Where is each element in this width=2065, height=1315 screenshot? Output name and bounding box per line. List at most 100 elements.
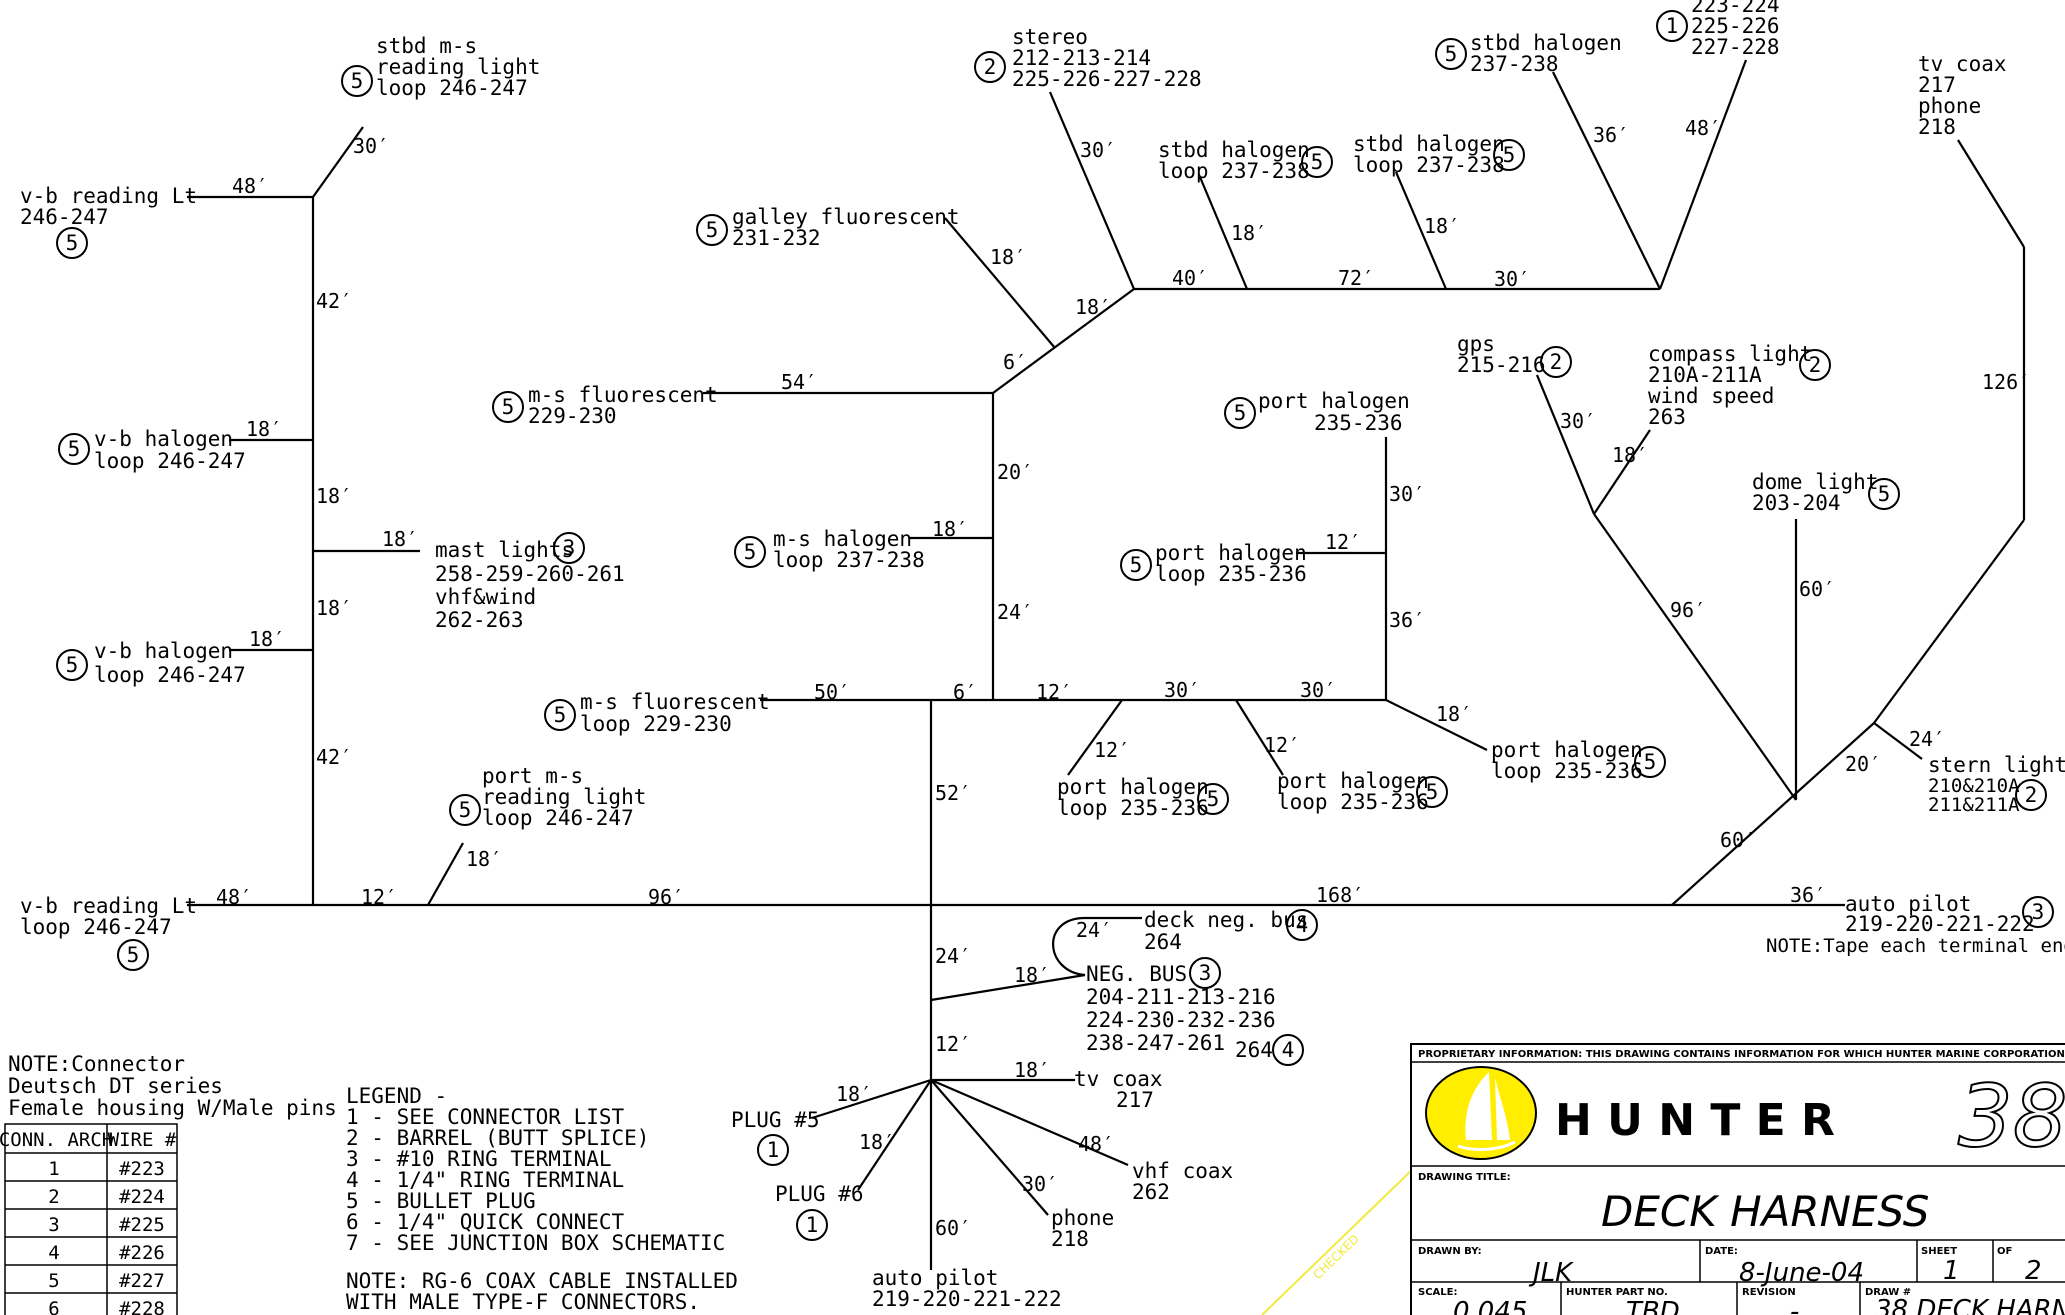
brand-name: H U N T E R	[1555, 1095, 1835, 1146]
draw-number: 38 DECK HARN	[1875, 1295, 2065, 1315]
svg-text:dome light: dome light	[1752, 470, 1878, 494]
svg-text:loop 235-236: loop 235-236	[1155, 562, 1307, 586]
scale: 0.045	[1453, 1297, 1527, 1315]
length-label: 48′	[216, 885, 252, 909]
svg-text:loop 235-236: loop 235-236	[1277, 790, 1429, 814]
length-label: 72′	[1338, 266, 1374, 290]
svg-text:246-247: 246-247	[20, 205, 109, 229]
length-label: 60′	[935, 1216, 971, 1240]
legend-callout-circle: 5	[117, 939, 149, 971]
label-gps: gps 215-216	[1457, 332, 1546, 377]
length-label: 12′	[935, 1032, 971, 1056]
length-label: 18′	[316, 596, 352, 620]
length-label: 30′	[1389, 482, 1425, 506]
svg-text:loop 237-238: loop 237-238	[773, 548, 925, 572]
svg-text:vhf coax: vhf coax	[1132, 1159, 1233, 1183]
svg-text:4: 4	[1282, 1038, 1295, 1062]
svg-text:4: 4	[1296, 913, 1309, 937]
svg-text:stbd halogen: stbd halogen	[1158, 138, 1310, 162]
table-cell: 2	[48, 1186, 59, 1208]
drawing-title-label: DRAWING TITLE:	[1418, 1172, 1511, 1183]
length-label: 48′	[232, 174, 268, 198]
legend-callout-circle: 2	[1540, 346, 1572, 378]
svg-text:3: 3	[1199, 961, 1212, 985]
svg-text:reading light: reading light	[376, 55, 540, 79]
svg-text:stern light: stern light	[1928, 753, 2065, 777]
svg-text:stbd halogen: stbd halogen	[1353, 132, 1505, 156]
length-label: 18′	[859, 1130, 895, 1154]
label-stbd-halogen-a: stbd halogen loop 237-238	[1158, 138, 1310, 183]
label-ms-fluorescent-1: m-s fluorescent 229-230	[528, 383, 718, 428]
label-plug-6: PLUG #6	[775, 1182, 864, 1206]
length-label: 30′	[1164, 678, 1200, 702]
legend-callout-circle: 3	[1189, 957, 1221, 989]
legend-callout-circle: 1	[796, 1209, 828, 1241]
label-compass-light: compass light 210A-211A wind speed 263	[1648, 342, 1812, 429]
legend-callout-circle: 5	[492, 391, 524, 423]
svg-text:wind speed: wind speed	[1648, 384, 1774, 408]
svg-text:5: 5	[744, 540, 757, 564]
length-label: 36′	[1389, 608, 1425, 632]
svg-text:7 - SEE JUNCTION BOX SCHEMATIC: 7 - SEE JUNCTION BOX SCHEMATIC	[346, 1231, 725, 1255]
length-label: 12′	[1264, 733, 1300, 757]
revision-label: REVISION	[1742, 1287, 1796, 1298]
svg-text:215-216: 215-216	[1457, 353, 1546, 377]
label-neg-bus: NEG. BUS 204-211-213-216 224-230-232-236…	[1086, 962, 1276, 1055]
revision: -	[1790, 1297, 1799, 1315]
svg-text:262: 262	[1132, 1180, 1170, 1204]
table-header: CONN. ARCH	[0, 1129, 113, 1151]
svg-text:m-s fluorescent: m-s fluorescent	[528, 383, 718, 407]
label-tv-coax-phone: tv coax 217 phone 218	[1918, 52, 2007, 139]
svg-text:stbd m-s: stbd m-s	[376, 34, 477, 58]
svg-text:port halogen: port halogen	[1258, 389, 1410, 413]
svg-text:NEG. BUS: NEG. BUS	[1086, 962, 1187, 986]
svg-text:NOTE:Connector: NOTE:Connector	[8, 1052, 185, 1076]
legend-callout-circle: 2	[2015, 779, 2047, 811]
length-label: 96′	[1670, 598, 1706, 622]
svg-text:258-259-260-261: 258-259-260-261	[435, 562, 625, 586]
svg-text:217: 217	[1918, 73, 1956, 97]
svg-text:237-238: 237-238	[1470, 52, 1559, 76]
svg-text:218: 218	[1051, 1227, 1089, 1251]
length-label: 52′	[935, 781, 971, 805]
label-port-halogen-left: port halogen loop 235-236	[1057, 775, 1209, 820]
svg-text:229-230: 229-230	[528, 404, 617, 428]
length-label: 30′	[353, 134, 389, 158]
wire-length-labels: 30′ 48′ 42′ 18′ 18′ 18′ 18′ 18′ 42′ 18′ …	[216, 116, 2030, 1240]
svg-text:LEGEND -: LEGEND -	[346, 1084, 447, 1108]
svg-text:loop 237-238: loop 237-238	[1158, 159, 1310, 183]
svg-text:3: 3	[2032, 900, 2045, 924]
label-stereo: stereo 212-213-214 225-226-227-228	[1012, 25, 1202, 91]
svg-text:1 - SEE CONNECTOR LIST: 1 - SEE CONNECTOR LIST	[346, 1105, 625, 1129]
svg-text:loop 246-247: loop 246-247	[94, 663, 246, 687]
length-label: 54′	[781, 370, 817, 394]
label-vhf-coax: vhf coax 262	[1132, 1159, 1233, 1204]
svg-text:1: 1	[1666, 14, 1679, 38]
legend-callout-circle: 5	[544, 699, 576, 731]
label-vb-halogen-2: v-b halogen loop 246-247	[94, 639, 246, 687]
svg-text:5: 5	[1311, 150, 1324, 174]
svg-text:loop 246-247: loop 246-247	[482, 806, 634, 830]
svg-text:Deutsch DT series: Deutsch DT series	[8, 1074, 223, 1098]
svg-text:tv coax: tv coax	[1074, 1067, 1163, 1091]
svg-text:port halogen: port halogen	[1491, 738, 1643, 762]
svg-text:5: 5	[68, 437, 81, 461]
svg-text:CHECKED: CHECKED	[1310, 1232, 1361, 1282]
svg-text:auto pilot: auto pilot	[1845, 892, 1971, 916]
label-plug-5: PLUG #5	[731, 1108, 820, 1132]
length-label: 18′	[1075, 295, 1111, 319]
date: 8-June-04	[1739, 1258, 1864, 1288]
length-label: 18′	[1612, 443, 1648, 467]
label-galley-fluorescent: galley fluorescent 231-232	[732, 205, 960, 250]
part-number: TBD	[1626, 1297, 1680, 1315]
length-label: 30′	[1494, 267, 1530, 291]
connector-note: NOTE:Connector Deutsch DT series Female …	[8, 1052, 337, 1120]
svg-text:tv coax: tv coax	[1918, 52, 2007, 76]
svg-text:port halogen: port halogen	[1155, 541, 1307, 565]
table-cell: 4	[48, 1242, 59, 1264]
legend-callout-circle: 4	[1286, 909, 1318, 941]
rg6-note: NOTE: RG-6 COAX CABLE INSTALLED WITH MAL…	[346, 1269, 738, 1314]
table-header: WIRE #	[108, 1129, 177, 1151]
svg-text:227-228: 227-228	[1691, 35, 1780, 59]
length-label: 60′	[1799, 577, 1835, 601]
